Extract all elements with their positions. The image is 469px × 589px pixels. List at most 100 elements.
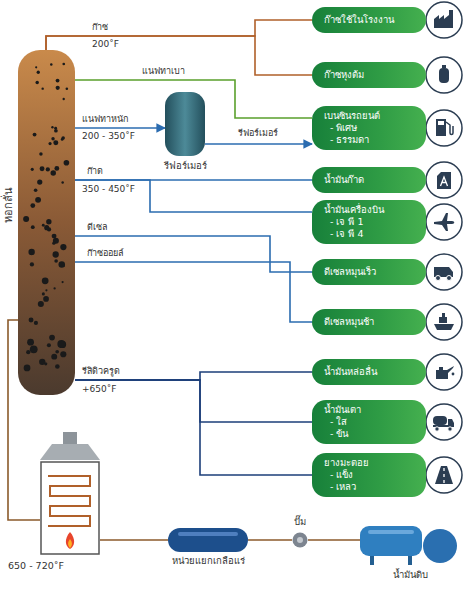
column-dot <box>56 86 60 90</box>
sphere-tank <box>423 529 457 563</box>
column-dot <box>42 277 49 284</box>
unit-caption: 650 - 720˚F <box>8 560 64 572</box>
column-dot <box>53 287 55 289</box>
product-box: ดีเซลหมุนเร็ว <box>312 259 426 285</box>
column-dot <box>58 261 65 268</box>
stream-label: แนฟทาหนัก <box>80 114 130 126</box>
heating-coil <box>48 476 90 526</box>
column-dot <box>52 242 55 245</box>
column-dot <box>44 362 47 365</box>
pump-body <box>293 533 308 548</box>
column-dot <box>38 301 44 307</box>
column-dot <box>47 343 51 347</box>
unit-caption: รีฟอร์เมอร์ <box>164 160 207 172</box>
stream-label: ก๊าด <box>85 166 105 178</box>
kerosene-can-icon <box>426 162 462 198</box>
flow-line <box>75 380 312 422</box>
column-dot <box>31 168 34 171</box>
product-name: น้ำมันเตา <box>324 404 418 416</box>
road-icon <box>426 457 462 493</box>
product-name: ก๊าซหุงต้ม <box>324 69 418 81</box>
product-grade: - ข้น <box>324 428 418 440</box>
column-dot <box>54 127 57 130</box>
flame <box>66 532 74 549</box>
product-grade: - พิเศษ <box>324 122 418 134</box>
column-dot <box>42 224 45 227</box>
product-box: ก๊าซใช้ในโรงงาน <box>312 7 426 33</box>
crude-tank <box>360 526 422 556</box>
column-dot <box>40 166 45 171</box>
column-dot <box>62 63 65 66</box>
flame-core <box>68 539 72 548</box>
column-dot <box>27 339 34 346</box>
product-box: ก๊าซหุงต้ม <box>312 62 426 88</box>
flow-line <box>75 127 165 129</box>
unit-caption: น้ำมันดิบ <box>393 569 428 581</box>
column-dot <box>34 321 38 325</box>
column-dot <box>30 262 34 266</box>
reformer-body <box>165 92 205 156</box>
stream-label: รีสิดิวครูด <box>80 366 122 378</box>
flow-line <box>100 539 168 541</box>
column-dot <box>28 249 34 255</box>
product-grade: - แข็ง <box>324 469 418 481</box>
column-dot <box>23 216 29 222</box>
product-name: น้ำมันเครื่องบิน <box>324 204 418 216</box>
product-grade: - ใส <box>324 416 418 428</box>
column-dot <box>43 296 49 302</box>
column-dot <box>46 167 50 171</box>
column-dot <box>41 87 43 89</box>
column-dot <box>37 71 40 74</box>
furnace: 650 - 720˚F <box>40 432 100 555</box>
column-dot <box>62 98 64 100</box>
stream-label: ก๊าซออยล์ <box>85 248 126 260</box>
product-grade: - เหลว <box>324 481 418 493</box>
product-name: เบนซินรถยนต์ <box>324 110 418 122</box>
column-dot <box>34 188 38 192</box>
chimney <box>63 432 77 446</box>
product-grade: - เจ พี 1 <box>324 216 418 228</box>
product-name: น้ำมันก๊าด <box>324 174 418 186</box>
column-dot <box>62 281 64 283</box>
tank-leg <box>370 556 374 565</box>
column-dot <box>31 225 35 229</box>
column-dot <box>50 63 53 66</box>
product-name: ก๊าซใช้ในโรงงาน <box>324 14 418 26</box>
flow-line <box>46 20 312 50</box>
furnace-hood <box>40 444 100 460</box>
product-box: เบนซินรถยนต์- พิเศษ- ธรรมดา <box>312 106 426 150</box>
pump-shape <box>292 532 308 548</box>
product-box: น้ำมันเครื่องบิน- เจ พี 1- เจ พี 4 <box>312 200 426 244</box>
flow-line <box>75 380 312 475</box>
desalter-vessel: หน่วยแยกเกลือแร่ <box>168 528 248 552</box>
column-dot <box>51 137 54 140</box>
column-dot <box>29 318 34 323</box>
temperature-label: 350 - 450˚F <box>80 184 137 196</box>
temperature-label: +650˚F <box>80 384 118 396</box>
gas-cylinder-icon <box>426 57 462 93</box>
furnace-box <box>41 462 99 554</box>
column-dot <box>26 350 30 354</box>
unit-caption: หน่วยแยกเกลือแร่ <box>172 555 245 567</box>
flow-line <box>205 143 312 145</box>
factory-icon <box>426 2 462 38</box>
column-dot <box>55 364 60 369</box>
column-dot <box>42 292 45 295</box>
pump-hub <box>297 537 303 543</box>
stream-label: แนฟทาเบา <box>140 66 187 78</box>
column-dot <box>53 140 58 145</box>
column-dot <box>54 166 59 171</box>
crude-oil-tanks: น้ำมันดิบ <box>360 514 460 566</box>
flow-line <box>248 539 292 541</box>
column-dot <box>61 181 63 183</box>
desalter-body <box>168 528 248 552</box>
column-dot <box>64 160 70 166</box>
unit-caption: หอกลั่น <box>2 187 16 223</box>
product-name: น้ำมันหล่อลื่น <box>324 366 418 378</box>
column-dot <box>24 365 31 372</box>
product-name: ยางมะตอย <box>324 457 418 469</box>
stream-label: ก๊าซ <box>90 22 110 34</box>
stream-label: รีฟอร์เมอร์ <box>236 128 280 140</box>
column-dot <box>51 126 53 128</box>
